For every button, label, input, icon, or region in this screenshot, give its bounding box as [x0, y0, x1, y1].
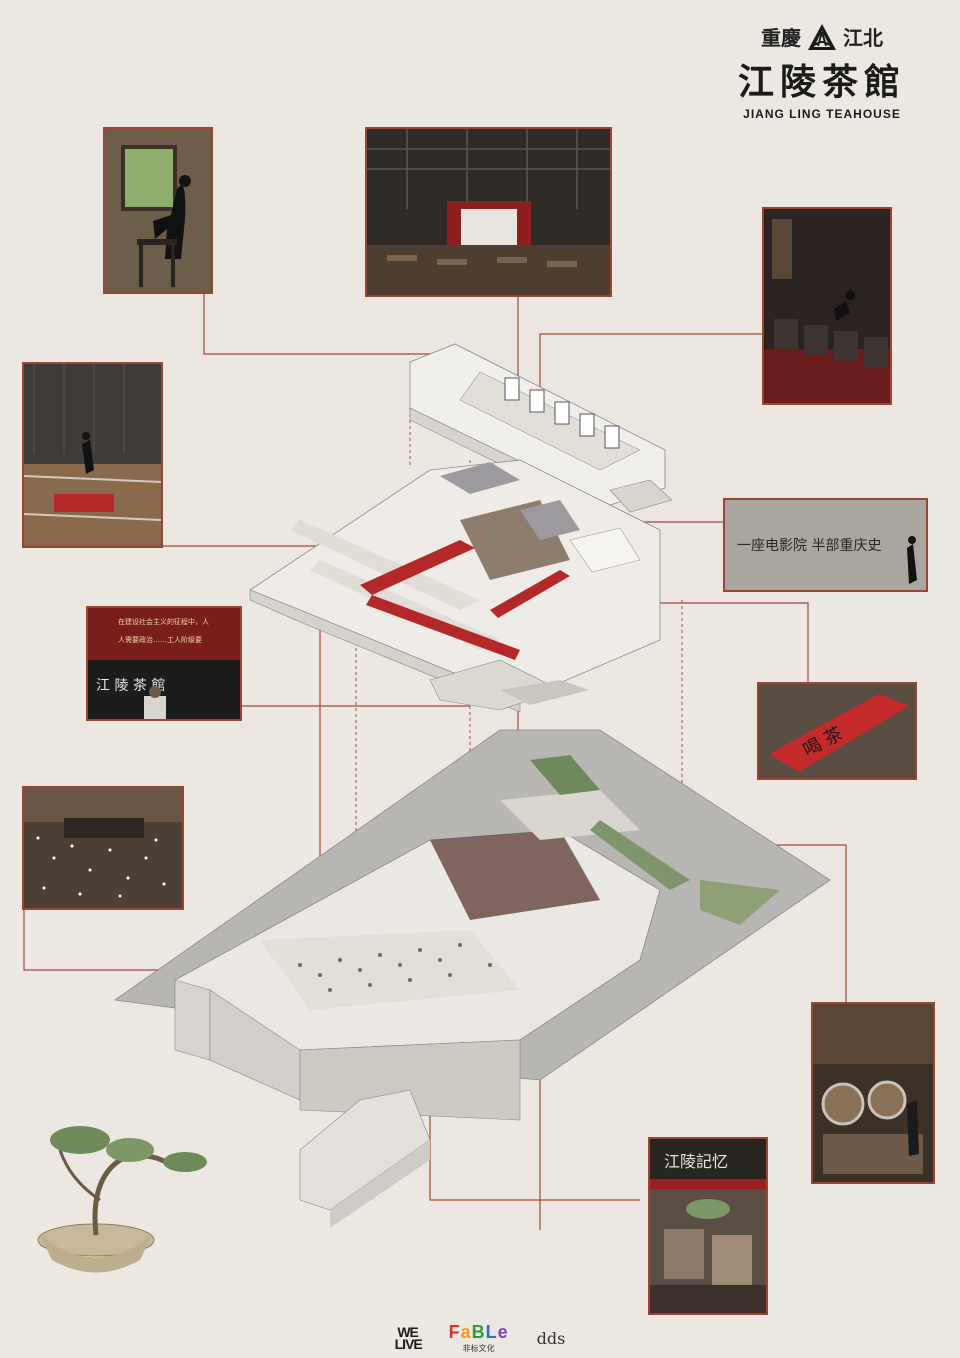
dds-logo: dds	[536, 1328, 566, 1348]
fable-cn: 非标文化	[462, 1344, 495, 1353]
photo-calligraphy-wall: 一座电影院 半部重庆史	[723, 498, 928, 592]
calligraphy-text: 一座电影院 半部重庆史	[737, 538, 881, 554]
fable-logo: FaBLe 非标文化	[449, 1322, 509, 1354]
emblem-icon	[808, 23, 836, 50]
slogan-mid: 人需要政治……工人阶级要	[118, 635, 202, 644]
photo-window-sitter	[103, 127, 213, 294]
bonsai-tree	[37, 1126, 207, 1273]
brand-name-cn: 江陵茶館	[737, 61, 906, 103]
memory-sign: 江陵記忆	[664, 1152, 728, 1171]
leader-banner	[600, 602, 809, 682]
location-left: 重慶	[761, 26, 801, 50]
photo-cinema-seats	[762, 207, 892, 405]
leader-lights	[23, 910, 220, 971]
photo-memory-stall: 江陵記忆	[648, 1137, 768, 1315]
photo-blackboard: 在建设社会主义的征程中，人 人需要政治……工人阶级要 江 陵 茶 館	[86, 606, 242, 721]
footer-logos: WE LIVE FaBLe 非标文化 dds	[0, 1322, 960, 1354]
photo-stair-railing	[22, 362, 163, 548]
leader-window	[203, 292, 445, 355]
chalk-text: 江 陵 茶 館	[96, 677, 165, 694]
brand-name-en: JIANG LING TEAHOUSE	[743, 107, 901, 121]
photo-barrel-stall	[811, 1002, 935, 1184]
fable-word: FaBLe	[448, 1322, 509, 1342]
location-right: 江北	[843, 26, 883, 50]
brand-location: 重慶 江北	[712, 22, 932, 51]
welive-logo: WE LIVE	[394, 1324, 423, 1352]
middle-level	[249, 459, 661, 713]
photo-theater-hall	[365, 127, 612, 297]
ground-level	[113, 729, 831, 1228]
photo-lights-hall	[22, 786, 184, 910]
brand-logo: 重慶 江北 江陵茶館 JIANG LING TEAHOUSE	[712, 22, 932, 121]
slogan-top: 在建设社会主义的征程中，人	[118, 617, 209, 626]
photo-red-banner: 喝 茶	[757, 682, 917, 780]
